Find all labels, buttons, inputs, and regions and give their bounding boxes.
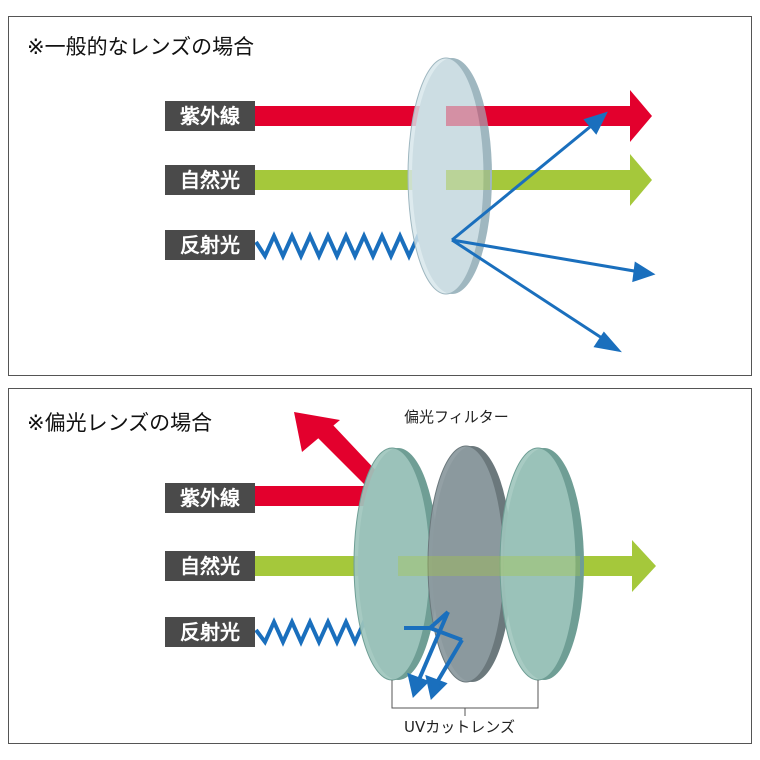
ordinary-lens-title: ※一般的なレンズの場合 — [27, 35, 255, 59]
top-natural-label: 自然光 — [165, 165, 255, 195]
polarizing-filter-lens — [427, 445, 512, 683]
top-plain-lens — [407, 57, 492, 295]
ordinary-lens-panel: ※一般的なレンズの場合 — [8, 16, 752, 376]
top-scattered-rays — [451, 111, 656, 353]
polarized-lens-title: ※偏光レンズの場合 — [27, 411, 213, 435]
uv-cut-lens-back — [499, 447, 584, 681]
bottom-uv-label: 紫外線 — [165, 483, 255, 513]
uv-cut-callout-lines — [391, 680, 539, 716]
bottom-blocked-reflected-rays — [404, 610, 464, 700]
polarizing-filter-callout: 偏光フィルター — [402, 406, 511, 427]
uv-cut-lens-callout: UVカットレンズ — [402, 716, 517, 737]
bottom-reflected-label: 反射光 — [165, 617, 255, 647]
uv-cut-lens-front — [353, 447, 438, 681]
top-uv-label: 紫外線 — [165, 101, 255, 131]
bottom-natural-label: 自然光 — [165, 551, 255, 581]
top-reflected-label: 反射光 — [165, 230, 255, 260]
